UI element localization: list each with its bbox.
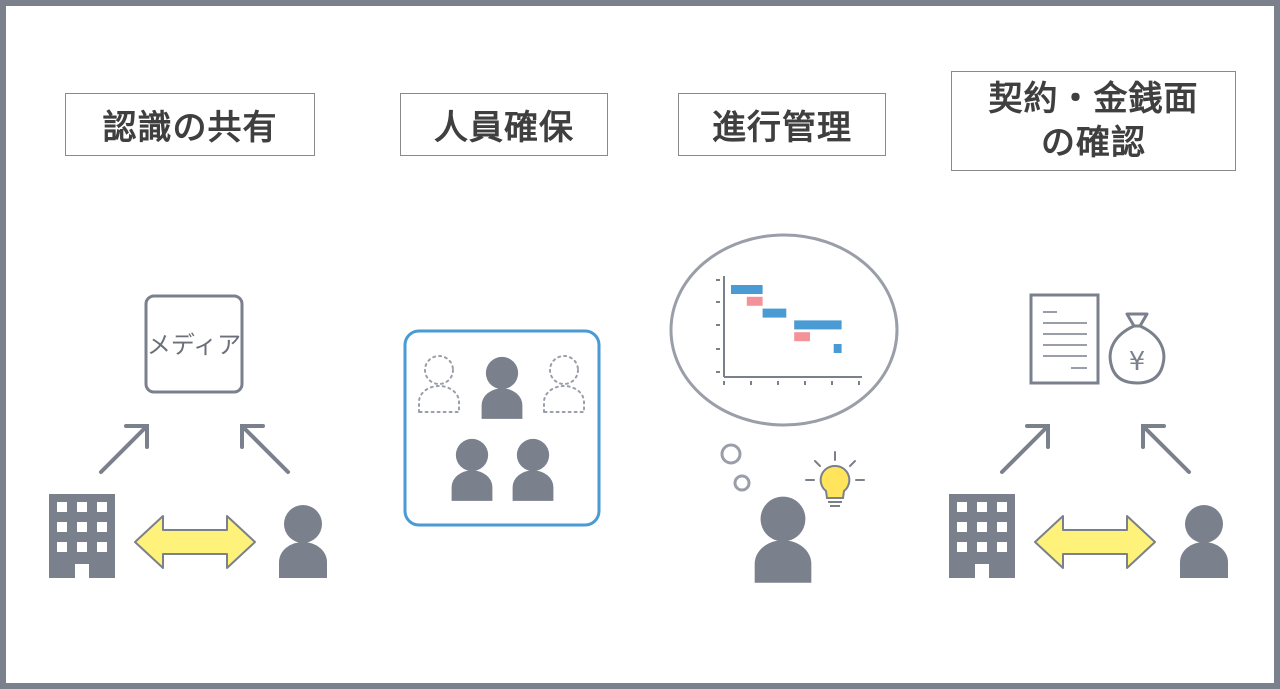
title-contract-money: 契約・金銭面 の確認	[951, 71, 1236, 171]
gantt-chart-icon	[716, 276, 862, 385]
arrow-up-right-icon	[1000, 424, 1050, 474]
team-box	[403, 329, 601, 527]
gantt-bar-plan	[762, 308, 787, 318]
lightbulb-icon	[805, 451, 865, 507]
arrow-up-left-icon	[1141, 424, 1191, 474]
title-staffing: 人員確保	[400, 93, 608, 156]
money-bag-icon	[1108, 312, 1166, 385]
title-progress-management: 進行管理	[678, 93, 886, 156]
arrow-up-right-icon	[99, 424, 149, 474]
yen-symbol: ¥	[1129, 347, 1146, 377]
media-label: メディア	[147, 331, 241, 359]
building-icon	[949, 494, 1015, 578]
gantt-bar-plan	[794, 320, 842, 330]
document-icon	[1029, 293, 1100, 385]
arrow-up-left-icon	[240, 424, 290, 474]
thought-bubble-icon	[669, 233, 899, 427]
thought-dot-small	[733, 474, 751, 492]
person-icon	[1180, 505, 1228, 578]
gantt-bar-actual	[794, 332, 810, 342]
media-box-icon	[144, 294, 244, 394]
gantt-bar-plan	[833, 344, 842, 353]
person-icon	[279, 505, 327, 578]
gantt-bar-actual	[746, 296, 763, 306]
title-shared-understanding: 認識の共有	[65, 93, 315, 156]
person-icon	[754, 496, 812, 583]
double-arrow-icon	[1034, 515, 1156, 569]
double-arrow-icon	[134, 515, 256, 569]
title-contract-money-line2: の確認	[1041, 123, 1146, 163]
title-contract-money-line1: 契約・金銭面	[988, 79, 1199, 119]
gantt-bar-plan	[731, 285, 763, 294]
building-icon	[49, 494, 115, 578]
thought-dot-large	[720, 443, 742, 465]
